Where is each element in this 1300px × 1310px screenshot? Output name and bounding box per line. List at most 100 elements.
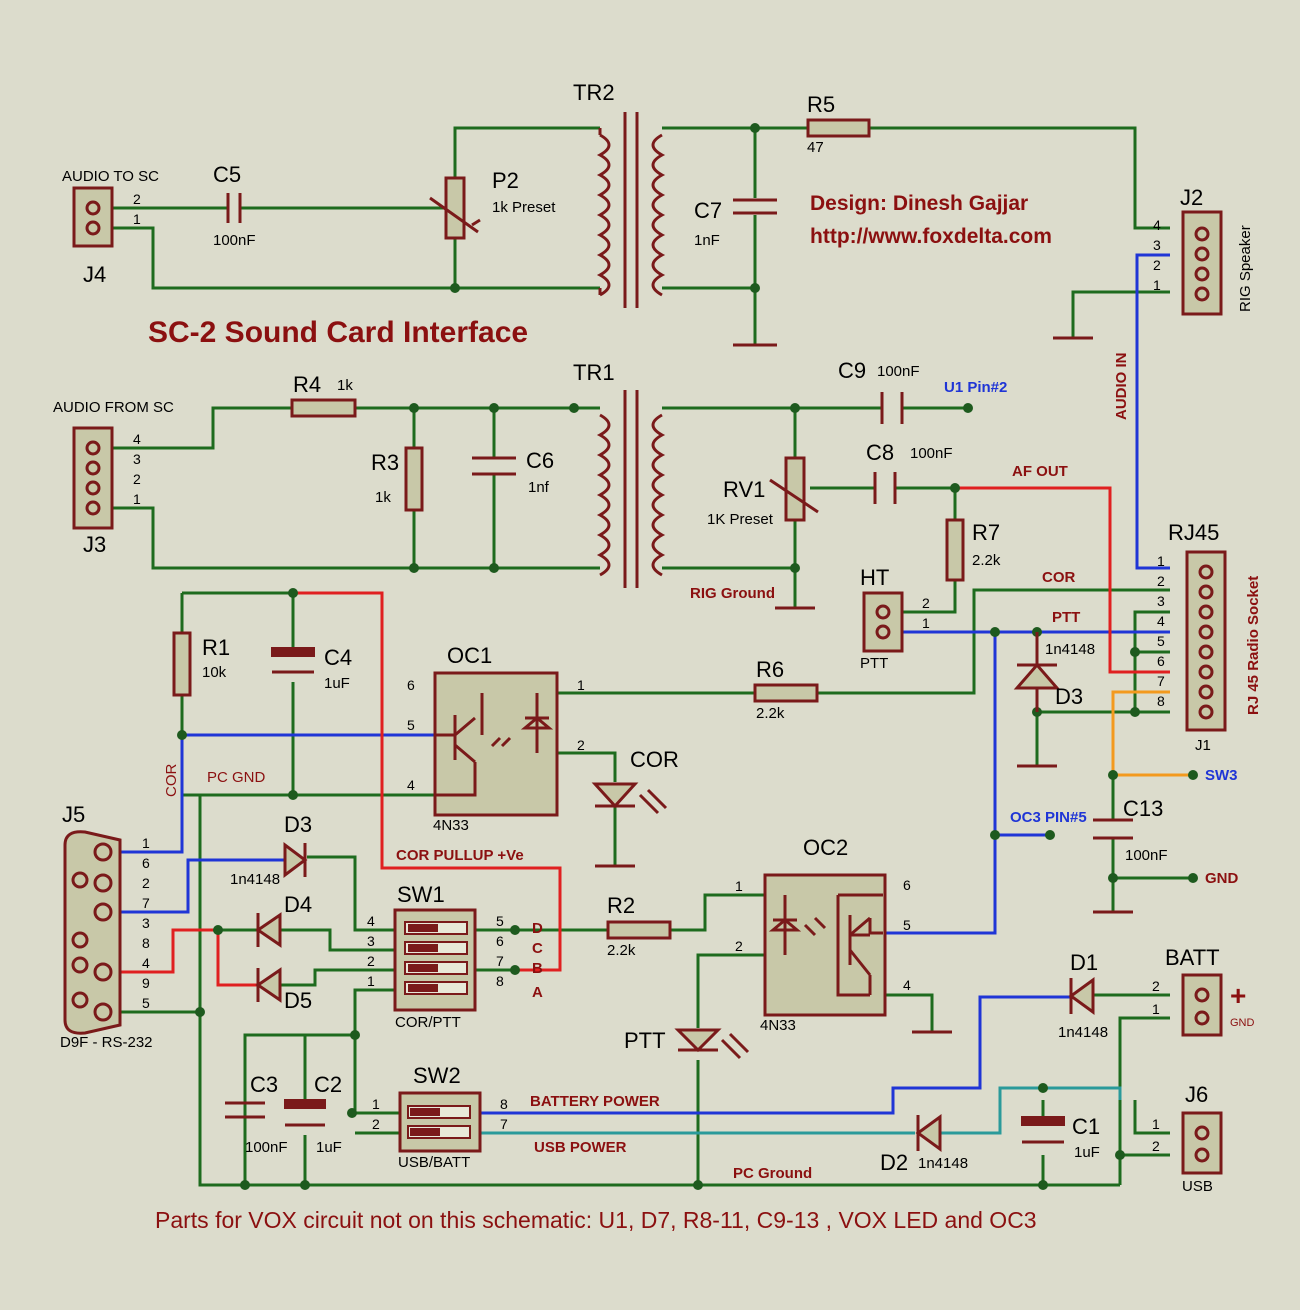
pin-label: 1 — [142, 835, 150, 851]
label-r7: R7 — [972, 520, 1000, 545]
pin-label: 1 — [1152, 1001, 1160, 1017]
pin-label: 2 — [1157, 573, 1165, 589]
net-sw3: SW3 — [1205, 767, 1238, 784]
value-c5: 100nF — [213, 232, 256, 249]
label-d3: D3 — [284, 812, 312, 837]
net-cor-side: COR — [163, 764, 180, 798]
potentiometer-p2 — [444, 176, 466, 240]
label-led-ptt: PTT — [624, 1028, 666, 1053]
connector-ht — [862, 591, 904, 653]
pin-label: 6 — [496, 933, 504, 949]
connector-j5 — [63, 830, 122, 1035]
label-j1: J1 — [1195, 737, 1211, 754]
value-d2: 1n4148 — [918, 1155, 968, 1172]
resistor-r5 — [806, 118, 871, 138]
pin-label: 2 — [577, 737, 585, 753]
diode-d3-rj45 — [1013, 632, 1061, 768]
junction-dots — [177, 123, 1198, 1190]
pin-label: 4 — [1153, 217, 1161, 233]
capacitor-c4 — [271, 647, 315, 674]
led-ptt — [674, 1028, 750, 1060]
connector-rj45 — [1185, 550, 1227, 732]
label-r1: R1 — [202, 635, 230, 660]
net-u1-pin2: U1 Pin#2 — [944, 379, 1007, 396]
net-gnd: GND — [1205, 870, 1239, 887]
capacitor-c5 — [226, 193, 242, 223]
label-c8: C8 — [866, 440, 894, 465]
label-batt: BATT — [1165, 945, 1220, 970]
pin-label: 8 — [500, 1096, 508, 1112]
connector-batt — [1181, 973, 1223, 1037]
capacitor-c8 — [873, 472, 897, 504]
label-j3: J3 — [83, 532, 106, 557]
resistor-r3 — [404, 446, 424, 512]
label-c6: C6 — [526, 448, 554, 473]
pin-label: 6 — [142, 855, 150, 871]
label-j3-name: AUDIO FROM SC — [53, 399, 174, 416]
label-j4-name: AUDIO TO SC — [62, 168, 159, 185]
diode-d3 — [283, 842, 308, 878]
value-oc2: 4N33 — [760, 1017, 796, 1034]
capacitor-c9 — [880, 392, 904, 424]
capacitor-c7 — [733, 198, 777, 215]
value-c1: 1uF — [1074, 1144, 1100, 1161]
connector-j6 — [1181, 1111, 1223, 1175]
switch-letter: B — [532, 960, 543, 977]
pin-label: 8 — [496, 973, 504, 989]
pin-label: 7 — [142, 895, 150, 911]
label-led-cor: COR — [630, 747, 679, 772]
label-c5: C5 — [213, 162, 241, 187]
diode-d1 — [1068, 977, 1095, 1015]
label-r6: R6 — [756, 657, 784, 682]
pin-label: 4 — [367, 913, 375, 929]
label-d5: D5 — [284, 988, 312, 1013]
value-r3: 1k — [375, 489, 391, 506]
label-c3: C3 — [250, 1072, 278, 1097]
capacitor-c1 — [1021, 1116, 1065, 1144]
label-c13: C13 — [1123, 796, 1163, 821]
label-d3-rj45: D3 — [1055, 684, 1083, 709]
website-link[interactable]: http://www.foxdelta.com — [810, 225, 1052, 248]
value-c2: 1uF — [316, 1139, 342, 1156]
net-battery-power: BATTERY POWER — [530, 1093, 660, 1110]
value-d3-rj45: 1n4148 — [1045, 641, 1095, 658]
resistor-r4 — [290, 398, 357, 418]
label-sw1: SW1 — [397, 882, 445, 907]
pin-label: 1 — [133, 211, 141, 227]
net-cor: COR — [1042, 569, 1076, 586]
net-usb-power: USB POWER — [534, 1139, 627, 1156]
switch-sw2 — [398, 1091, 482, 1153]
pin-label: 6 — [903, 877, 911, 893]
value-r1: 10k — [202, 664, 227, 681]
value-c6: 1nf — [528, 479, 550, 496]
switch-letter: A — [532, 984, 543, 1001]
page-title: SC-2 Sound Card Interface — [148, 316, 528, 349]
label-tr2: TR2 — [573, 80, 615, 105]
value-c13: 100nF — [1125, 847, 1168, 864]
pin-label: 7 — [496, 953, 504, 969]
value-c4: 1uF — [324, 675, 350, 692]
label-rj45: RJ45 — [1168, 520, 1219, 545]
resistor-r6 — [753, 683, 819, 703]
pin-label: 1 — [1152, 1116, 1160, 1132]
value-d3: 1n4148 — [230, 871, 280, 888]
value-r7: 2.2k — [972, 552, 1001, 569]
pin-label: 5 — [903, 917, 911, 933]
pin-label: 1 — [1153, 277, 1161, 293]
value-p2: 1k Preset — [492, 199, 556, 216]
pin-label: 8 — [142, 935, 150, 951]
pin-label: 1 — [1157, 553, 1165, 569]
label-p2: P2 — [492, 168, 519, 193]
value-sw2: USB/BATT — [398, 1154, 470, 1171]
pin-label: 4 — [133, 431, 141, 447]
transformer-tr2 — [596, 112, 666, 308]
diode-d2 — [915, 1114, 942, 1152]
label-ht: HT — [860, 565, 889, 590]
pin-label: 3 — [1157, 593, 1165, 609]
value-c9: 100nF — [877, 363, 920, 380]
value-d1: 1n4148 — [1058, 1024, 1108, 1041]
pin-label: 3 — [133, 451, 141, 467]
net-oc3-pin5: OC3 PIN#5 — [1010, 809, 1087, 826]
